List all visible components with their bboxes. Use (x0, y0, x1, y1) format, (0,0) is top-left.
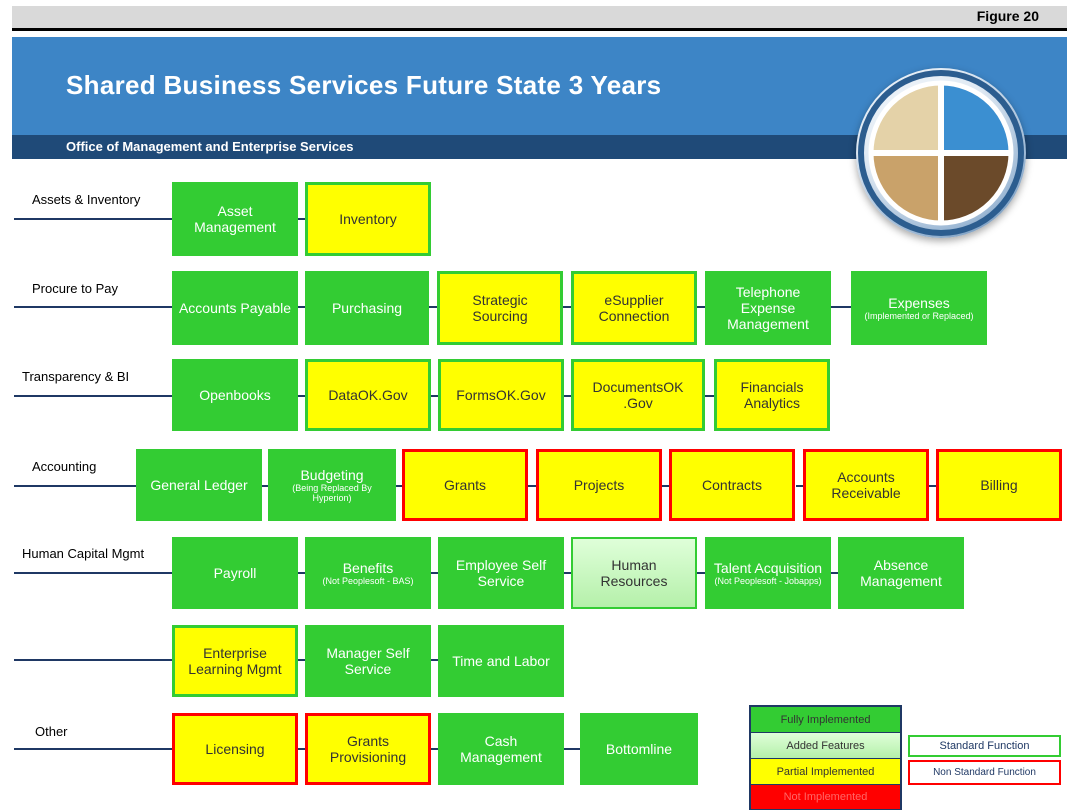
row-line-procure (14, 306, 174, 308)
connector (262, 485, 270, 487)
connector (697, 572, 705, 574)
box-human-resources: Human Resources (571, 537, 697, 609)
box-benefits: Benefits (Not Peoplesoft - BAS) (305, 537, 431, 609)
row-label-procure: Procure to Pay (32, 281, 118, 296)
connector (297, 748, 305, 750)
box-inventory: Inventory (305, 182, 431, 256)
connector (562, 395, 572, 397)
box-talent-acquisition: Talent Acquisition (Not Peoplesoft - Job… (705, 537, 831, 609)
connector (396, 485, 404, 487)
box-expenses: Expenses (Implemented or Replaced) (851, 271, 987, 345)
row-label-other: Other (35, 724, 68, 739)
row-line-accounting (14, 485, 138, 487)
connector (528, 485, 536, 487)
box-general-ledger: General Ledger (136, 449, 262, 521)
box-esupplier-connection: eSupplier Connection (571, 271, 697, 345)
connector (564, 748, 580, 750)
connector (430, 748, 438, 750)
box-employee-self-service: Employee Self Service (438, 537, 564, 609)
connector (796, 485, 804, 487)
row-line-transparency (14, 395, 174, 397)
connector (696, 306, 706, 308)
box-strategic-sourcing: Strategic Sourcing (437, 271, 563, 345)
row-line-hcm-2 (14, 659, 174, 661)
box-payroll: Payroll (172, 537, 298, 609)
box-absence-management: Absence Management (838, 537, 964, 609)
connector (430, 572, 438, 574)
connector (562, 306, 572, 308)
legend-nonstandard-function: Non Standard Function (908, 760, 1061, 785)
box-formsok: FormsOK.Gov (438, 359, 564, 431)
box-budgeting: Budgeting (Being Replaced By Hyperion) (268, 449, 396, 521)
logo-quadrants-icon (858, 70, 1024, 236)
box-financials-analytics: Financials Analytics (714, 359, 830, 431)
box-cash-management: Cash Management (438, 713, 564, 785)
box-talent-label: Talent Acquisition (713, 560, 823, 576)
connector (297, 306, 305, 308)
box-budgeting-note: (Being Replaced By Hyperion) (292, 483, 372, 503)
connector (429, 659, 439, 661)
connector (831, 572, 839, 574)
connector (705, 395, 715, 397)
legend-status: Fully Implemented Added Features Partial… (749, 705, 902, 810)
legend-partial-implemented: Partial Implemented (751, 759, 900, 784)
box-benefits-label: Benefits (342, 560, 394, 576)
connector (830, 306, 852, 308)
legend-fully-implemented: Fully Implemented (751, 707, 900, 732)
box-time-and-labor: Time and Labor (438, 625, 564, 697)
page-title: Shared Business Services Future State 3 … (66, 70, 662, 100)
connector (297, 572, 305, 574)
box-accounts-payable: Accounts Payable (172, 271, 298, 345)
box-expenses-note: (Implemented or Replaced) (864, 311, 974, 321)
box-accounts-receivable: Accounts Receivable (803, 449, 929, 521)
row-label-transparency: Transparency & BI (22, 369, 130, 384)
box-dataok: DataOK.Gov (305, 359, 431, 431)
row-label-accounting: Accounting (32, 459, 97, 474)
row-label-hcm: Human Capital Mgmt (22, 546, 145, 561)
box-manager-self-service: Manager Self Service (305, 625, 431, 697)
box-enterprise-learning: Enterprise Learning Mgmt (172, 625, 298, 697)
box-benefits-note: (Not Peoplesoft - BAS) (322, 576, 414, 586)
box-licensing: Licensing (172, 713, 298, 785)
connector (297, 218, 305, 220)
row-line-hcm (14, 572, 174, 574)
box-openbooks: Openbooks (172, 359, 298, 431)
legend-standard-function: Standard Function (908, 735, 1061, 757)
figure-label: Figure 20 (976, 8, 1039, 24)
connector (428, 306, 438, 308)
connector (297, 395, 305, 397)
box-budgeting-label: Budgeting (300, 467, 364, 483)
box-telephone-expense: Telephone Expense Management (705, 271, 831, 345)
legend-added-features: Added Features (751, 733, 900, 758)
row-label-assets: Assets & Inventory (32, 192, 141, 207)
connector (928, 485, 936, 487)
box-talent-note: (Not Peoplesoft - Jobapps) (714, 576, 822, 586)
row-line-assets (14, 218, 174, 220)
box-billing: Billing (936, 449, 1062, 521)
box-purchasing: Purchasing (305, 271, 429, 345)
box-contracts: Contracts (669, 449, 795, 521)
box-bottomline: Bottomline (580, 713, 698, 785)
box-grants-provisioning: Grants Provisioning (305, 713, 431, 785)
box-projects: Projects (536, 449, 662, 521)
connector (297, 659, 305, 661)
connector (429, 395, 439, 397)
header-rule (12, 28, 1067, 31)
box-documentsok: DocumentsOK .Gov (571, 359, 705, 431)
header-bar (12, 6, 1067, 28)
box-grants: Grants (402, 449, 528, 521)
connector (662, 485, 670, 487)
page-subtitle: Office of Management and Enterprise Serv… (66, 139, 354, 154)
box-asset-management: Asset Management (172, 182, 298, 256)
connector (563, 572, 571, 574)
box-expenses-label: Expenses (888, 295, 950, 311)
business-photo-logo (856, 68, 1026, 238)
row-line-other (14, 748, 174, 750)
legend-not-implemented: Not Implemented (751, 785, 900, 809)
